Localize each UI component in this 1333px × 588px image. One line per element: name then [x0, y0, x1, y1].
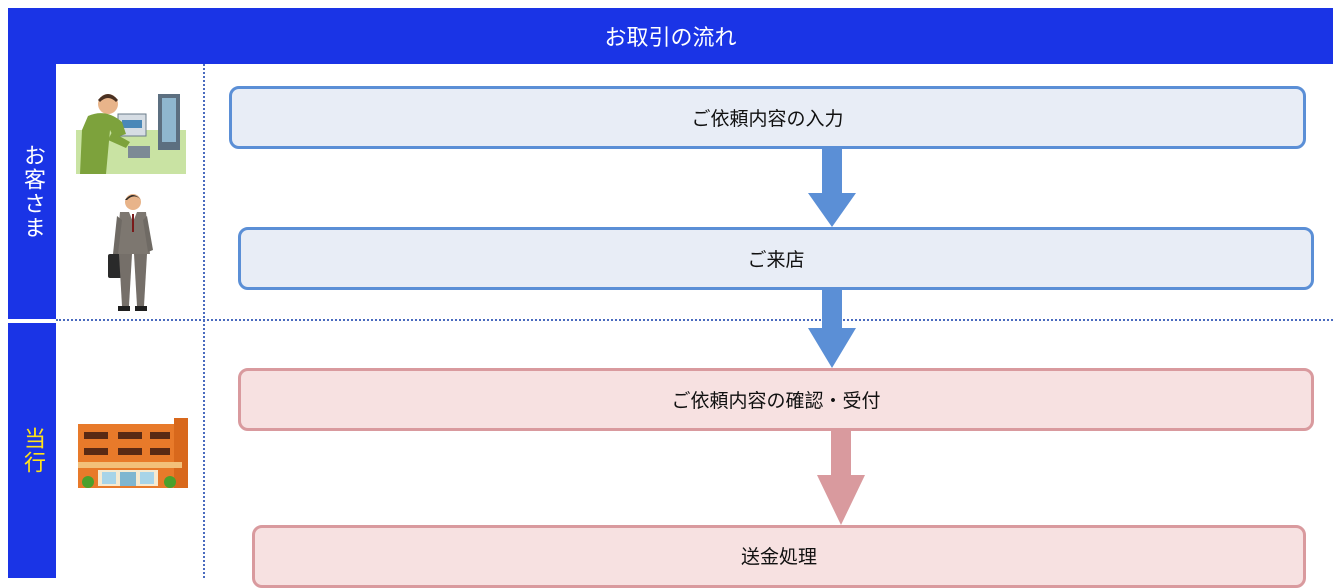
- flow-title: お取引の流れ: [8, 8, 1333, 64]
- arrow-down-icon: [817, 431, 865, 525]
- lane-label-customer: お客さま: [8, 64, 56, 319]
- arrow-down-icon: [808, 290, 856, 368]
- lane-divider-line: [56, 319, 1333, 321]
- step-visit-branch: ご来店: [238, 227, 1314, 290]
- step-confirm-accept-label: ご依頼内容の確認・受付: [671, 390, 881, 412]
- businessman-icon: [108, 194, 153, 311]
- step-remittance-processing-label: 送金処理: [740, 546, 817, 568]
- step-confirm-accept: ご依頼内容の確認・受付: [238, 368, 1314, 431]
- step-visit-branch-label: ご来店: [747, 249, 805, 271]
- step-input-request: ご依頼内容の入力: [229, 86, 1306, 149]
- person-at-computer-icon: [76, 94, 186, 174]
- column-divider-line: [203, 64, 205, 578]
- lane-label-bank: 当行: [8, 323, 56, 578]
- arrow-down-icon: [808, 149, 856, 227]
- lane-label-customer-text: お客さま: [20, 143, 45, 240]
- lane-separator: [8, 319, 56, 323]
- step-input-request-label: ご依頼内容の入力: [691, 108, 844, 130]
- lane-label-bank-text: 当行: [20, 426, 45, 475]
- step-remittance-processing: 送金処理: [252, 525, 1306, 588]
- bank-building-icon: [78, 418, 188, 488]
